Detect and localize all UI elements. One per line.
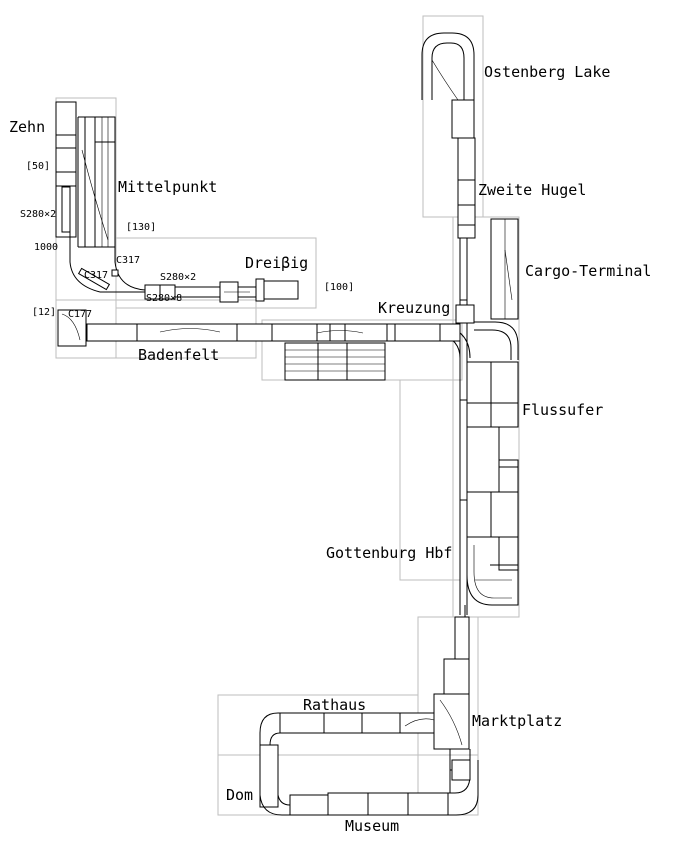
track-dreissig [100,278,299,303]
annotation-c317-b: C317 [84,270,108,281]
label-rathaus: Rathaus [303,696,366,714]
track-cargo-terminal [490,218,519,320]
label-flussufer: Flussufer [522,401,603,419]
track-zehn-mittelpunkt [55,101,146,293]
label-gottenburg-hbf: Gottenburg Hbf [326,544,452,562]
annotation-s280x2-mid: S280×2 [160,272,196,283]
station-labels: Ostenberg Lake Zweite Hugel Cargo-Termin… [9,63,651,835]
track-kreuzung-grid [284,342,386,381]
track-ostenberg-loop [421,32,476,239]
annotation-s280x8: S280×8 [146,293,182,304]
track-mainline [459,238,468,615]
annotation-c177: C177 [68,309,92,320]
track-horizontal-main [57,309,395,347]
label-mittelpunkt: Mittelpunkt [118,178,217,196]
annotation-len-12: [12] [32,307,56,318]
annotation-s280x2-left: S280×2 [20,209,56,220]
label-cargo-terminal: Cargo-Terminal [525,262,651,280]
label-museum: Museum [345,817,399,835]
dimension-annotations: [50] [130] [100] [12] S280×2 S280×2 1000… [20,161,354,320]
label-badenfelt: Badenfelt [138,346,219,364]
annotation-len-100: [100] [324,282,354,293]
track-flussufer-yard [466,361,519,606]
label-zweite-hugel: Zweite Hugel [478,181,586,199]
track-city-loop [259,605,479,816]
module-cargo-flussufer [452,216,520,618]
annotation-c317-a: C317 [116,255,140,266]
annotation-dim-1000: 1000 [34,242,58,253]
label-zehn: Zehn [9,118,45,136]
label-dreissig: Dreiβig [245,254,308,272]
label-marktplatz: Marktplatz [472,712,562,730]
label-dom: Dom [226,786,253,804]
label-kreuzung: Kreuzung [378,299,450,317]
label-ostenberg-lake: Ostenberg Lake [484,63,610,81]
annotation-len-130: [130] [126,222,156,233]
track-kreuzung [394,304,519,360]
annotation-len-50: [50] [26,161,50,172]
